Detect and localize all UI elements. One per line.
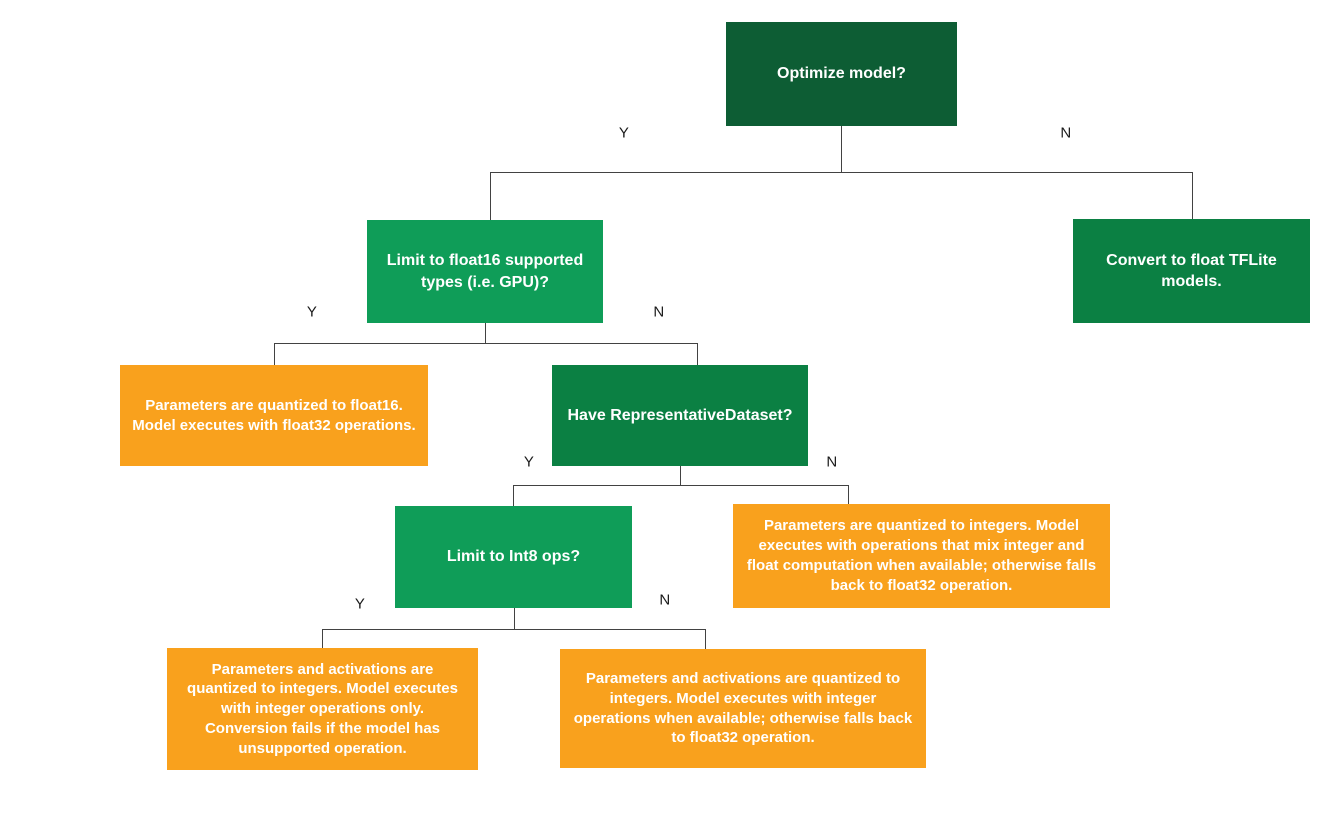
branch-label-yes: Y [306,303,318,321]
branch-label-no: N [1060,124,1072,142]
node-float16-result: Parameters are quantized to float16. Mod… [120,365,428,466]
branch-label-no: N [826,453,838,471]
branch-label-yes: Y [618,124,630,142]
node-label: Limit to float16 supported types (i.e. G… [386,252,584,291]
branch-label-yes: Y [354,595,366,613]
connector-line [680,466,681,485]
node-label: Have RepresentativeDataset? [567,406,793,424]
node-label: Parameters are quantized to integers. Mo… [746,517,1097,594]
connector-line [514,608,515,629]
node-dynamic-range-result: Parameters are quantized to integers. Mo… [733,504,1110,608]
connector-line [848,485,849,504]
node-optimize-model: Optimize model? [726,22,957,126]
node-label: Parameters and activations are quantized… [573,669,913,747]
branch-label-no: N [653,303,665,321]
node-limit-float16: Limit to float16 supported types (i.e. G… [367,220,603,323]
node-limit-int8-ops: Limit to Int8 ops? [395,506,632,608]
branch-label-yes: Y [523,453,535,471]
node-label: Parameters and activations are quantized… [187,660,458,757]
connector-line [705,629,706,649]
node-label: Optimize model? [777,65,906,83]
connector-line [274,343,275,365]
node-label: Parameters are quantized to float16. Mod… [132,396,416,434]
node-int8-only-result: Parameters and activations are quantized… [167,648,478,770]
connector-line [322,629,706,630]
connector-line [697,343,698,365]
node-label: Limit to Int8 ops? [446,548,581,566]
connector-line [513,485,514,506]
connector-line [513,485,849,486]
branch-label-no: N [659,591,671,609]
node-have-representative-dataset: Have RepresentativeDataset? [552,365,808,466]
connector-line [1192,172,1193,219]
connector-line [485,323,486,343]
connector-line [490,172,491,220]
node-int8-fallback-result: Parameters and activations are quantized… [560,649,926,768]
connector-line [322,629,323,648]
connector-line [274,343,698,344]
connector-line [490,172,1193,173]
node-convert-float-tflite: Convert to float TFLite models. [1073,219,1310,323]
connector-line [841,126,842,172]
node-label: Convert to float TFLite models. [1106,251,1277,290]
